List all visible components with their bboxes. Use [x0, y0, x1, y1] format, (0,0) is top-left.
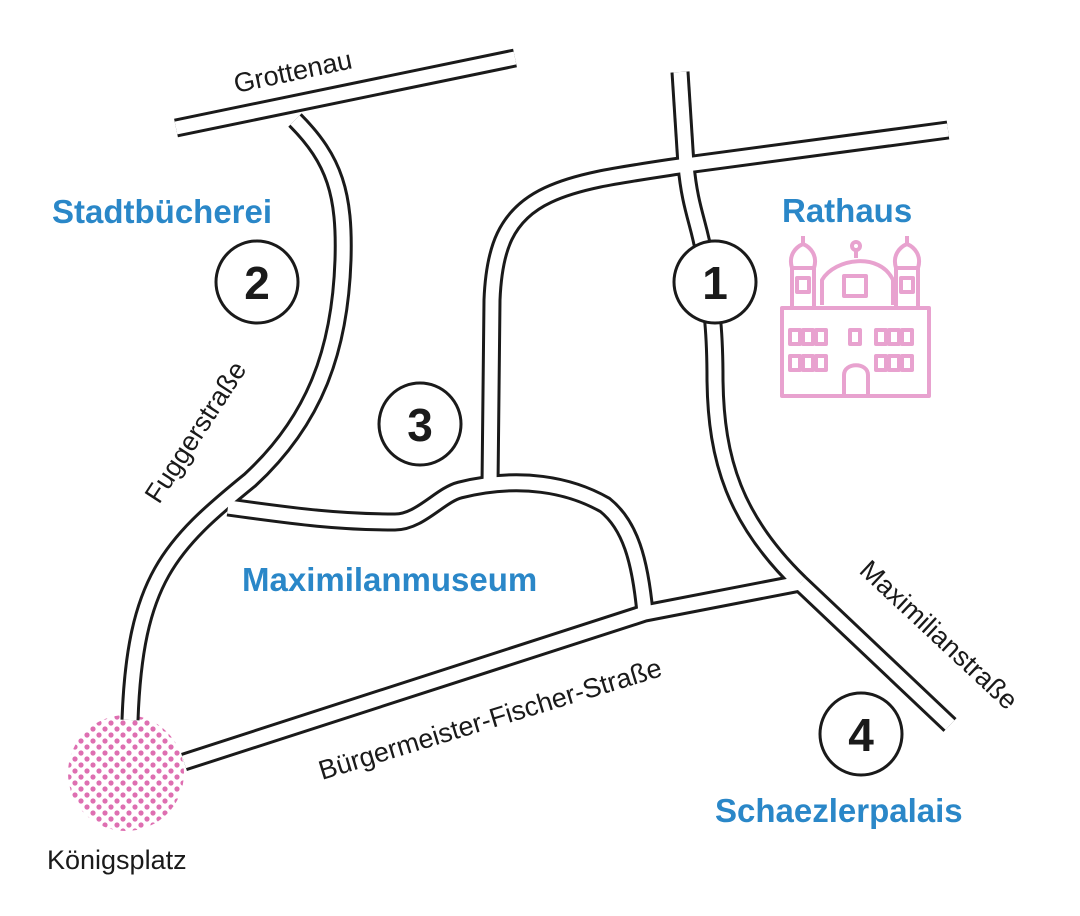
road-maximilianstrasse-fill	[795, 578, 955, 730]
place-label-schaezlerpalais: Schaezlerpalais	[715, 792, 963, 829]
marker-3-number: 3	[407, 399, 433, 451]
marker-1-number: 1	[702, 257, 728, 309]
marker-1[interactable]: 1	[672, 239, 758, 325]
marker-4[interactable]: 4	[818, 691, 904, 777]
place-label-koenigsplatz: Königsplatz	[47, 845, 187, 875]
road-inner-north-fill	[483, 158, 687, 486]
place-label-rathaus: Rathaus	[782, 192, 912, 229]
marker-3[interactable]: 3	[377, 381, 463, 467]
marker-2-number: 2	[244, 257, 270, 309]
marker-4-number: 4	[848, 709, 874, 761]
road-museum-loop-fill	[227, 476, 652, 614]
place-label-maximilianmuseum: Maximilanmuseum	[242, 561, 537, 598]
road-network-fill	[123, 51, 955, 769]
road-top-right-fill	[685, 123, 949, 172]
road-fuggerstrasse-fill	[123, 115, 350, 721]
town-hall-icon	[780, 236, 931, 398]
road-rathaus-curve-fill	[679, 164, 805, 588]
road-grottenau-fill	[174, 51, 517, 135]
road-network	[120, 48, 957, 772]
koenigsplatz-dotted-circle-icon	[68, 715, 184, 831]
marker-2[interactable]: 2	[214, 239, 300, 325]
road-buergermeister-fill	[182, 576, 802, 769]
road-north-right-fill	[673, 71, 693, 166]
street-label-maximilianstrasse: Maximilianstraße	[854, 554, 1024, 715]
place-label-stadtbuecherei: Stadtbücherei	[52, 193, 272, 230]
